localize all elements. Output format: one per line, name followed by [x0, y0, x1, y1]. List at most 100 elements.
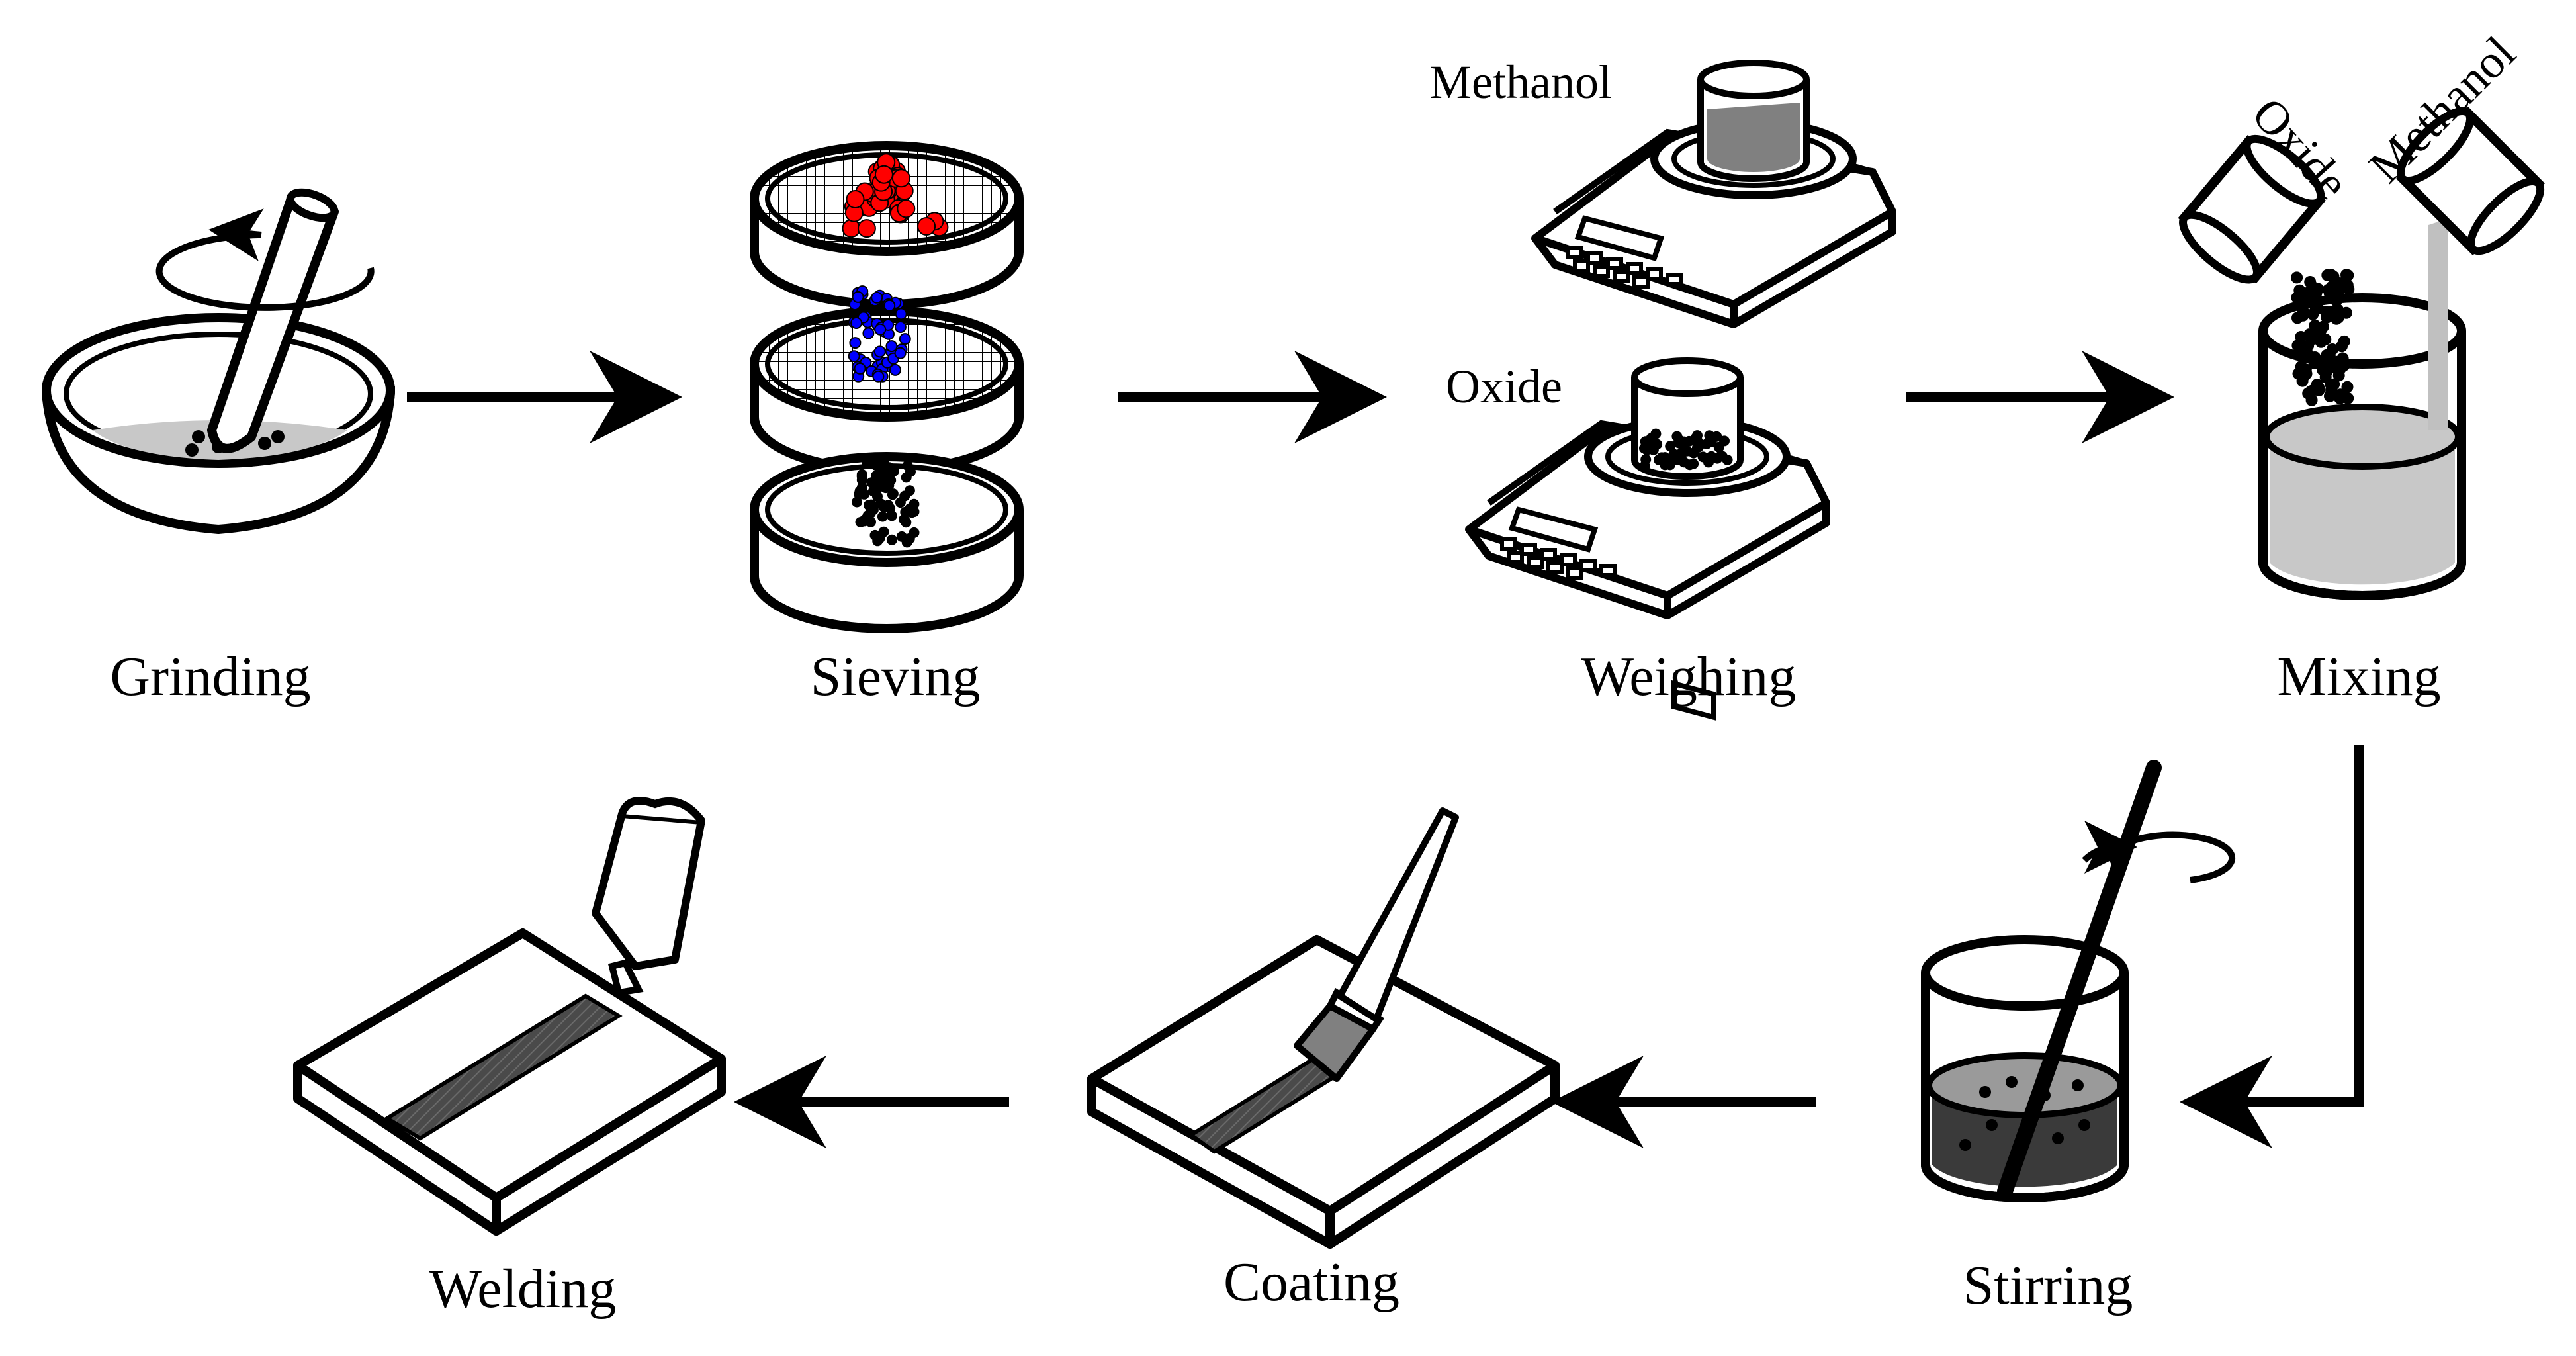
particle — [894, 347, 907, 359]
particle — [1671, 431, 1683, 442]
particle — [849, 337, 862, 349]
particle — [2297, 306, 2310, 318]
particle — [1711, 431, 1722, 442]
particle — [886, 510, 897, 521]
particle — [2336, 340, 2348, 353]
particle — [862, 458, 872, 469]
oxide-powder — [1639, 428, 1733, 471]
particle — [1639, 460, 1650, 471]
particle — [1713, 441, 1724, 453]
particle — [862, 327, 875, 339]
particle — [2331, 312, 2343, 325]
particle — [846, 190, 865, 208]
particle — [1650, 428, 1662, 439]
particle — [883, 500, 894, 511]
particle — [897, 199, 916, 218]
particle — [872, 370, 885, 383]
particle — [1693, 441, 1705, 452]
particle — [848, 350, 860, 363]
particle — [894, 321, 907, 333]
coating-plate-icon — [1087, 807, 1560, 1249]
particle — [901, 537, 912, 548]
particle — [856, 469, 867, 480]
step-label-mixing: Mixing — [2277, 646, 2440, 707]
particle — [1668, 449, 1679, 460]
step-label-stirring: Stirring — [1963, 1255, 2133, 1316]
particle — [1660, 452, 1671, 463]
particle — [2311, 302, 2323, 315]
particle — [2334, 277, 2346, 289]
particle — [2326, 385, 2338, 398]
particle — [895, 308, 907, 320]
welding-plate-icon — [293, 928, 726, 1236]
particle — [2305, 288, 2318, 300]
particle — [2299, 363, 2312, 376]
mixing-beaker-icon — [2258, 218, 2466, 600]
stirring-beaker-icon — [1921, 760, 2236, 1202]
weighing-label-oxide: Oxide — [1446, 360, 1562, 413]
flow-arrows — [407, 351, 2364, 1148]
sieve-stack-icon — [750, 141, 1024, 633]
particle — [877, 511, 888, 522]
particle — [859, 514, 870, 525]
particle — [866, 499, 877, 510]
particle — [850, 317, 863, 329]
coarse-particles — [842, 153, 949, 238]
particle — [854, 362, 866, 375]
particle — [1683, 435, 1695, 447]
particle — [2342, 392, 2354, 404]
particle — [874, 165, 893, 184]
particle — [889, 363, 901, 376]
particle — [899, 333, 911, 345]
particle — [2321, 269, 2334, 281]
particle — [883, 299, 896, 312]
mortar-and-pestle-icon — [41, 188, 396, 535]
methanol-cup-icon — [2396, 107, 2545, 255]
falling-oxide-particles — [2291, 269, 2355, 406]
particle — [1646, 443, 1658, 454]
particle — [879, 458, 890, 469]
medium-particles — [848, 285, 911, 383]
particle — [1703, 457, 1714, 468]
particle — [2319, 333, 2332, 345]
step-label-sieving: Sieving — [811, 646, 981, 707]
particle — [885, 340, 898, 353]
particle — [888, 465, 899, 476]
particle — [2331, 361, 2343, 373]
particle — [886, 534, 897, 545]
particle — [878, 526, 889, 537]
particle — [902, 460, 913, 471]
arrow-mixing-to-stirring — [2180, 745, 2364, 1148]
particle — [880, 482, 891, 494]
particle — [887, 488, 899, 500]
particle — [909, 527, 920, 538]
particle — [885, 475, 897, 486]
balance-oxide-icon — [1465, 357, 1830, 619]
step-label-welding: Welding — [429, 1258, 617, 1320]
particle — [2303, 329, 2315, 341]
particle — [2342, 269, 2354, 281]
particle — [917, 217, 936, 236]
particle — [909, 506, 920, 518]
particle — [2301, 346, 2313, 359]
particle — [873, 345, 886, 358]
particle — [856, 482, 867, 493]
particle — [1716, 451, 1728, 462]
particle — [2305, 385, 2317, 398]
particle — [2321, 311, 2333, 324]
particle — [900, 506, 911, 518]
particle — [891, 169, 910, 188]
particle — [2291, 271, 2303, 284]
balance-methanol-icon — [1531, 60, 1896, 721]
particle — [842, 219, 861, 238]
particle — [852, 291, 864, 303]
particle — [904, 485, 915, 496]
particle — [871, 291, 883, 304]
fine-particles — [852, 458, 920, 548]
step-label-weighing: Weighing — [1581, 646, 1797, 707]
oxide-cup-icon — [2178, 134, 2326, 284]
particle — [901, 517, 912, 528]
welding-torch-icon — [592, 797, 705, 997]
